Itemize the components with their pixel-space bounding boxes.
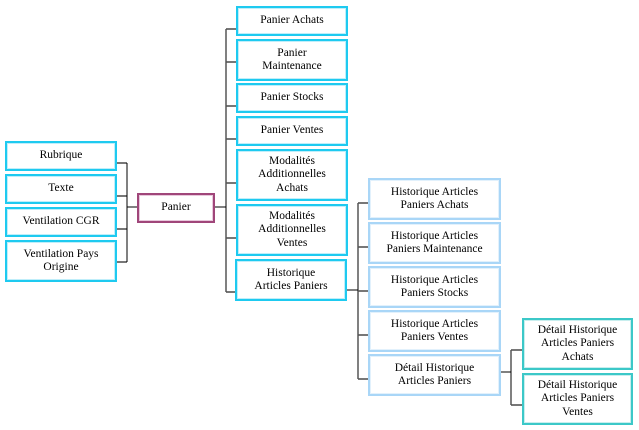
parent-connectors: [117, 162, 137, 263]
node-rubrique[interactable]: Rubrique: [5, 141, 117, 171]
node-label: Texte: [48, 182, 74, 195]
node-panier[interactable]: Panier: [137, 193, 215, 223]
node-label: Historique Articles Paniers Maintenance: [386, 229, 483, 256]
node-historique-articles-paniers-stocks[interactable]: Historique Articles Paniers Stocks: [368, 266, 501, 308]
node-label: Historique Articles Paniers Achats: [390, 185, 479, 212]
node-historique-articles-paniers-achats[interactable]: Historique Articles Paniers Achats: [368, 178, 501, 220]
node-detail-historique-articles-paniers-ventes[interactable]: Détail Historique Articles Paniers Vente…: [522, 373, 633, 425]
node-label: Historique Articles Paniers Stocks: [390, 273, 479, 300]
node-detail-historique-articles-paniers[interactable]: Détail Historique Articles Paniers: [368, 354, 501, 396]
node-historique-articles-paniers-ventes[interactable]: Historique Articles Paniers Ventes: [368, 310, 501, 352]
node-label: Détail Historique Articles Paniers Vente…: [537, 378, 618, 418]
node-panier-maintenance[interactable]: Panier Maintenance: [236, 39, 348, 81]
child-connectors: [215, 28, 236, 293]
historique-connectors: [347, 202, 368, 380]
node-label: Historique Articles Paniers Ventes: [390, 317, 479, 344]
node-detail-historique-articles-paniers-achats[interactable]: Détail Historique Articles Paniers Achat…: [522, 318, 633, 370]
node-label: Historique Articles Paniers: [254, 266, 328, 293]
node-label: Détail Historique Articles Paniers: [394, 361, 475, 388]
node-ventilation-cgr[interactable]: Ventilation CGR: [5, 207, 117, 237]
node-label: Ventilation CGR: [22, 215, 100, 228]
node-label: Rubrique: [39, 149, 83, 162]
node-modalites-additionnelles-ventes[interactable]: Modalités Additionnelles Ventes: [236, 204, 348, 256]
node-label: Panier Maintenance: [262, 46, 322, 73]
node-label: Panier Ventes: [260, 124, 324, 137]
node-label: Détail Historique Articles Paniers Achat…: [537, 323, 618, 363]
node-ventilation-pays-origine[interactable]: Ventilation Pays Origine: [5, 240, 117, 282]
node-panier-ventes[interactable]: Panier Ventes: [236, 116, 348, 146]
node-label: Panier: [161, 201, 191, 214]
node-modalites-additionnelles-achats[interactable]: Modalités Additionnelles Achats: [236, 149, 348, 201]
node-label: Modalités Additionnelles Achats: [258, 154, 326, 194]
detail-connectors: [500, 349, 522, 406]
node-historique-articles-paniers[interactable]: Historique Articles Paniers: [235, 259, 347, 301]
node-label: Ventilation Pays Origine: [23, 247, 99, 274]
node-panier-stocks[interactable]: Panier Stocks: [236, 83, 348, 113]
node-label: Panier Stocks: [260, 91, 324, 104]
node-label: Panier Achats: [260, 14, 324, 27]
node-texte[interactable]: Texte: [5, 174, 117, 204]
node-historique-articles-paniers-maintenance[interactable]: Historique Articles Paniers Maintenance: [368, 222, 501, 264]
node-panier-achats[interactable]: Panier Achats: [236, 6, 348, 36]
node-label: Modalités Additionnelles Ventes: [258, 209, 326, 249]
